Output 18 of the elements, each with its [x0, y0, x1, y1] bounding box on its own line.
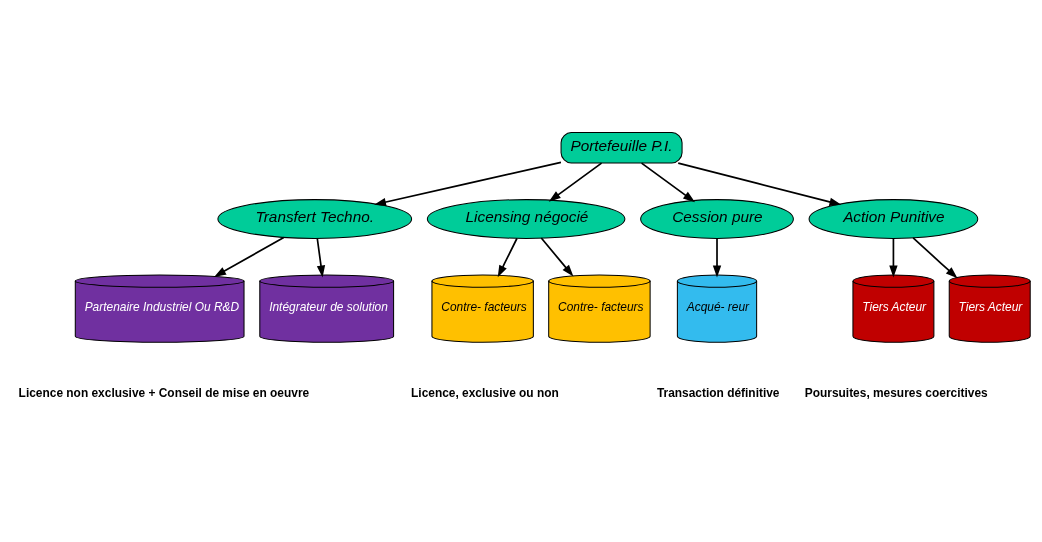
- label: Licence, exclusive ou non: [411, 385, 559, 400]
- arrow: [889, 237, 898, 278]
- arrow: [548, 162, 603, 202]
- arrow: [214, 236, 285, 277]
- node-box: Portefeuille P.I.: [560, 131, 683, 164]
- node-ellipse: Cession pure: [640, 199, 794, 239]
- label: Licence non exclusive + Conseil de mise en oeuvre: [18, 385, 310, 400]
- label: Transaction définitive: [656, 385, 780, 400]
- arrow: [540, 237, 574, 277]
- node-ellipse: Licensing négocié: [426, 199, 626, 239]
- arrow: [497, 237, 518, 278]
- label: Poursuites, mesures coercitives: [804, 385, 988, 400]
- arrow: [316, 237, 326, 278]
- arrow: [677, 162, 842, 206]
- arrow: [640, 162, 696, 203]
- arrow: [712, 237, 722, 278]
- arrow: [912, 237, 958, 279]
- arrow: [374, 161, 562, 207]
